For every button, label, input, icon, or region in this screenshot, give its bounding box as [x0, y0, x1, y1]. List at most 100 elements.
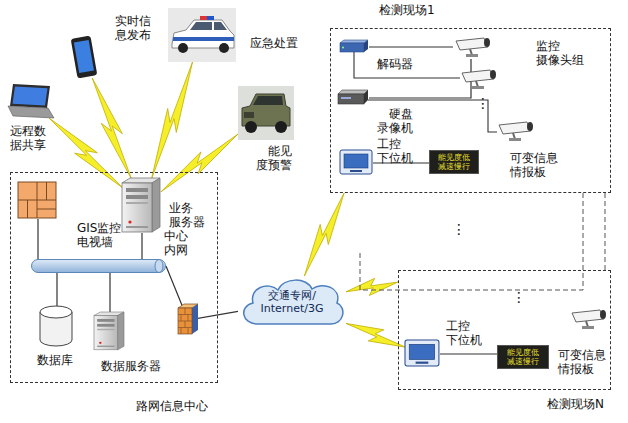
ellipsis-mark: ⋮: [476, 96, 490, 110]
decoder-icon: [340, 40, 368, 52]
dashed-stack-line: [360, 193, 583, 290]
decoder-icon: [364, 40, 368, 52]
video-wall-node: GIS监控 电视墙: [19, 183, 57, 219]
wireless-link: [304, 193, 344, 276]
wireless-link: [161, 134, 238, 192]
police-car-icon: [168, 8, 236, 62]
vehicle-node: 能见 度预警: [238, 86, 294, 140]
sign-text: 能见度低 减速慢行: [507, 348, 539, 366]
camera-icon: [572, 310, 606, 329]
laptop-icon: [10, 84, 50, 108]
sign-text: 能见度低 减速慢行: [438, 153, 470, 171]
message-sign: 能见度低 减速慢行可变信息 情报板: [497, 345, 549, 369]
database-icon: [40, 306, 72, 318]
connector-line: [37, 219, 38, 259]
region-title: 检测现场1: [379, 3, 435, 17]
laptop-icon: [13, 87, 48, 106]
bus-shape: [31, 259, 166, 273]
bus-pipe-end: [155, 260, 163, 273]
laptop-icon: [8, 84, 54, 118]
police-car-icon: [173, 37, 234, 41]
server-node: 业务 服务器: [123, 179, 161, 233]
server-node: 数据服务器: [95, 313, 125, 351]
node-label: 解码器: [377, 57, 413, 71]
decoder-node: 解码器: [341, 41, 369, 53]
network-cloud: 交通专网/ Internet/3G: [238, 276, 346, 328]
police-car-icon: [207, 16, 214, 20]
video-wall-icon: [18, 182, 56, 218]
decoder-icon: [340, 40, 368, 43]
police-car-icon: [214, 22, 227, 30]
recorder-icon: [341, 97, 351, 99]
police-car-icon: [190, 22, 212, 30]
firewall-icon: [178, 304, 198, 334]
node-label: 工控 下位机: [446, 319, 482, 347]
controller-node: 工控 下位机: [341, 151, 373, 175]
connector-line: [109, 273, 110, 313]
recorder-icon: [338, 90, 368, 94]
dashed-stack-line: [360, 193, 605, 290]
video-wall-icon: [18, 182, 56, 218]
controller-icon: [340, 150, 372, 174]
connector-line: [369, 46, 453, 47]
firewall-icon: [178, 308, 192, 334]
jeep-icon: [238, 86, 294, 140]
jeep-icon: [242, 94, 290, 126]
police-car-icon: [219, 43, 229, 53]
camera-icon: [462, 70, 496, 89]
network-bus: 中心 内网: [31, 259, 166, 273]
connector-line: [166, 266, 238, 320]
server-icon: [94, 312, 124, 350]
laptop-node: 远程数 据共享: [8, 84, 54, 118]
decoder-icon: [342, 47, 344, 49]
node-label: 硬盘 录像机: [377, 107, 413, 135]
dashed-stack-line: [605, 193, 606, 270]
wireless-link: [346, 323, 406, 347]
jeep-icon: [245, 121, 257, 133]
message-sign: 能见度低 减速慢行可变信息 情报板: [429, 150, 479, 174]
jeep-icon: [244, 112, 254, 118]
connector-line: [141, 233, 142, 259]
signal-wire: [354, 52, 497, 132]
region-title: 路网信息中心: [136, 399, 208, 413]
camera-node: 监控 摄像头组: [453, 37, 493, 59]
database-node: 数据库: [41, 307, 73, 347]
connector-line: [56, 273, 57, 307]
database-icon: [40, 306, 72, 346]
decoder-icon: [340, 43, 364, 52]
node-label: 交通专网/ Internet/3G: [256, 289, 328, 315]
node-label: 实时信 息发布: [115, 14, 151, 42]
node-label: 能见 度预警: [256, 144, 292, 172]
firewall-icon: [178, 308, 192, 334]
wireless-link: [346, 278, 398, 295]
police-car-icon: [178, 43, 188, 53]
vehicle-node: 应急处置: [168, 8, 236, 62]
node-label: 可变信息 情报板: [558, 348, 606, 376]
node-label: 可变信息 情报板: [510, 151, 558, 179]
jeep-icon: [275, 121, 287, 133]
tablet-icon: [71, 36, 98, 79]
signal-wire: [354, 52, 460, 78]
bus-pipe: [32, 260, 166, 273]
recorder-icon: [338, 90, 368, 104]
node-label: 远程数 据共享: [10, 124, 46, 152]
server-icon: [122, 178, 160, 232]
region-title: 检测现场N: [547, 397, 604, 411]
tablet-node: 实时信 息发布: [72, 36, 96, 78]
node-label: 数据服务器: [101, 359, 161, 373]
jeep-icon: [238, 86, 294, 140]
firewall-icon: [192, 304, 198, 334]
police-car-icon: [168, 8, 236, 62]
recorder-icon: [338, 94, 364, 104]
controller-icon: [405, 340, 439, 366]
camera-icon: [456, 38, 490, 57]
ellipsis-mark: ⋮: [452, 222, 466, 236]
node-label: GIS监控 电视墙: [77, 221, 121, 249]
node-label: 数据库: [37, 353, 73, 367]
wireless-link: [92, 78, 131, 179]
ellipsis-mark: ⋮: [512, 290, 526, 304]
node-label: 业务 服务器: [169, 201, 205, 229]
region-box: 路网信息中心GIS监控 电视墙业务 服务器中心 内网数据库数据服务器: [10, 172, 218, 383]
police-car-icon: [200, 16, 207, 20]
